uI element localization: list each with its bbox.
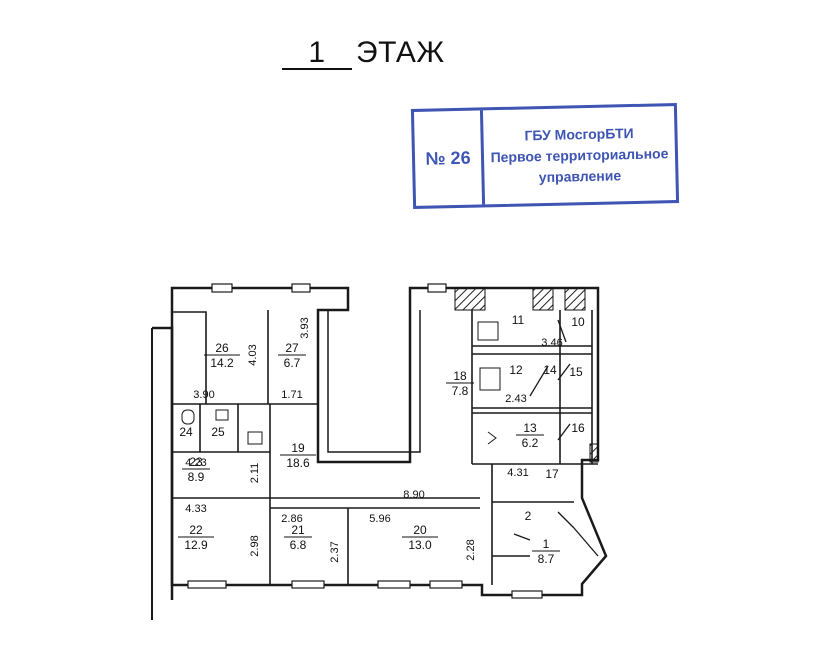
room-23-number: 23 xyxy=(189,455,203,469)
room-2-number: 2 xyxy=(525,509,532,523)
room-21-area: 6.8 xyxy=(290,538,307,552)
ventilation-shafts xyxy=(454,287,599,463)
room-17-number: 17 xyxy=(545,467,559,481)
room-15-number: 15 xyxy=(569,365,583,379)
dimension-label: 1.71 xyxy=(281,389,302,401)
room-27-number: 27 xyxy=(285,341,299,355)
room-24-number: 24 xyxy=(179,425,193,439)
room-13-number: 13 xyxy=(523,421,537,435)
dimension-label: 2.11 xyxy=(249,463,261,484)
interior-walls xyxy=(172,310,598,585)
room-18-number: 18 xyxy=(453,369,467,383)
room-20-area: 13.0 xyxy=(408,538,432,552)
dimension-label: 3.90 xyxy=(193,389,214,401)
plumbing-fixtures xyxy=(181,321,501,445)
room-20-number: 20 xyxy=(413,523,427,537)
room-10-number: 10 xyxy=(571,315,585,329)
room-18-area: 7.8 xyxy=(452,384,469,398)
dimension-label: 4.33 xyxy=(185,503,206,515)
room-11-number: 11 xyxy=(512,313,525,327)
window-openings xyxy=(187,283,543,599)
dimension-label: 2.37 xyxy=(329,541,341,562)
dimension-label: 4.23 xyxy=(185,457,206,469)
room-12-number: 12 xyxy=(509,363,523,377)
room-19-area: 18.6 xyxy=(286,456,310,470)
floor-number: 1 xyxy=(282,38,352,70)
dimension-label: 3.46 xyxy=(541,337,562,349)
room-16-number: 16 xyxy=(571,421,585,435)
dimension-label: 8.90 xyxy=(403,489,424,501)
room-21-number: 21 xyxy=(291,523,305,537)
floor-label: ЭТАЖ xyxy=(356,36,445,69)
room-1-area: 8.7 xyxy=(538,552,555,566)
room-23-area: 8.9 xyxy=(188,470,205,484)
room-14-number: 14 xyxy=(543,363,557,377)
room-25-number: 25 xyxy=(211,425,225,439)
dimension-label: 2.43 xyxy=(505,393,526,405)
room-19-number: 19 xyxy=(291,441,305,455)
dimension-label: 4.31 xyxy=(507,467,528,479)
room-1-number: 1 xyxy=(543,537,550,551)
dimension-label: 3.93 xyxy=(299,317,311,338)
room-22-area: 12.9 xyxy=(184,538,208,552)
building-walls xyxy=(151,286,608,620)
dimension-label: 2.28 xyxy=(465,539,477,560)
dimension-label: 4.03 xyxy=(247,344,259,365)
door-swings xyxy=(513,319,599,557)
room-27-area: 6.7 xyxy=(284,356,301,370)
room-22-number: 22 xyxy=(189,523,203,537)
dimension-label: 2.98 xyxy=(249,535,261,556)
room-26-area: 14.2 xyxy=(210,356,234,370)
dimension-label: 5.96 xyxy=(369,513,390,525)
room-26-number: 26 xyxy=(215,341,229,355)
dimension-labels: 4.03 3.93 3.90 1.71 4.23 2.11 8.90 4.33 2.98 2.86… xyxy=(185,317,562,562)
room-13-area: 6.2 xyxy=(522,436,539,450)
dimension-label: 2.86 xyxy=(281,513,302,525)
